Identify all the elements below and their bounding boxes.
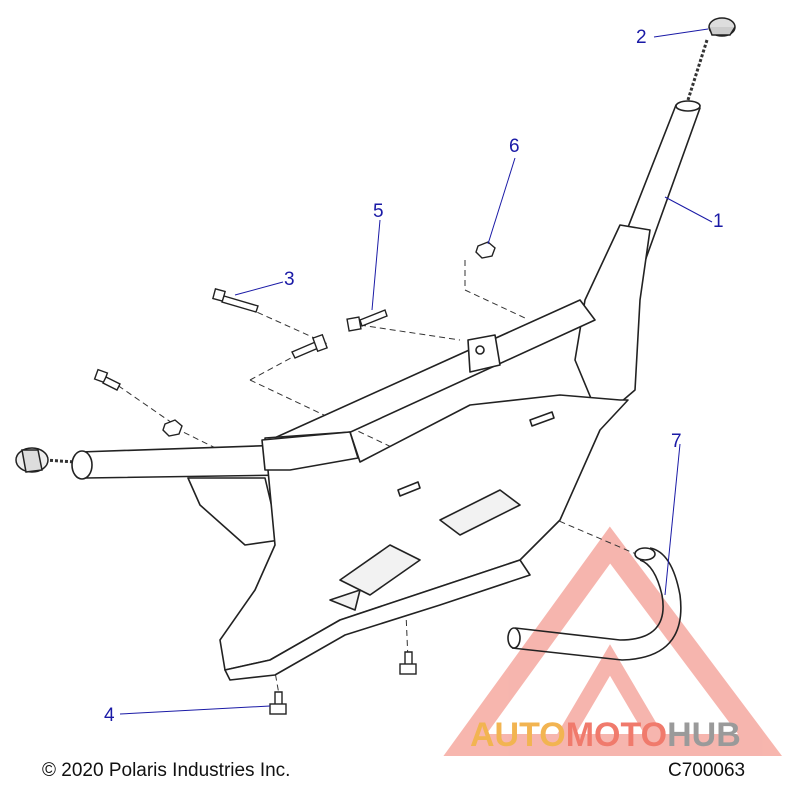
bolt-3b [93,368,121,391]
bolt-3 [212,288,259,313]
nut-6 [475,241,496,259]
bolt-5 [346,309,388,332]
callout-2: 2 [636,27,647,48]
watermark-moto: MOTO [565,716,668,754]
watermark-logo [443,526,782,756]
watermark-auto: AUTO [470,716,566,754]
callout-7: 7 [671,431,682,452]
end-cap-left [15,447,49,473]
u-bar-7 [507,547,682,661]
callout-1: 1 [713,211,724,232]
watermark-text: AUTOMOTOHUB [470,716,741,755]
callout-3: 3 [284,269,295,290]
callout-5: 5 [373,201,384,222]
bolt-4b [399,651,417,675]
leader-lines [119,28,713,715]
bumper-frame [71,100,701,681]
watermark-hub: HUB [667,716,741,754]
callout-4: 4 [104,705,115,726]
bolt-3c [291,333,328,359]
callout-6: 6 [509,136,520,157]
figure-number: C700063 [668,760,746,781]
bolt-4 [269,691,287,715]
end-cap-top [708,17,736,37]
nut-left [162,419,183,437]
copyright-text: © 2020 Polaris Industries Inc. [42,760,291,781]
